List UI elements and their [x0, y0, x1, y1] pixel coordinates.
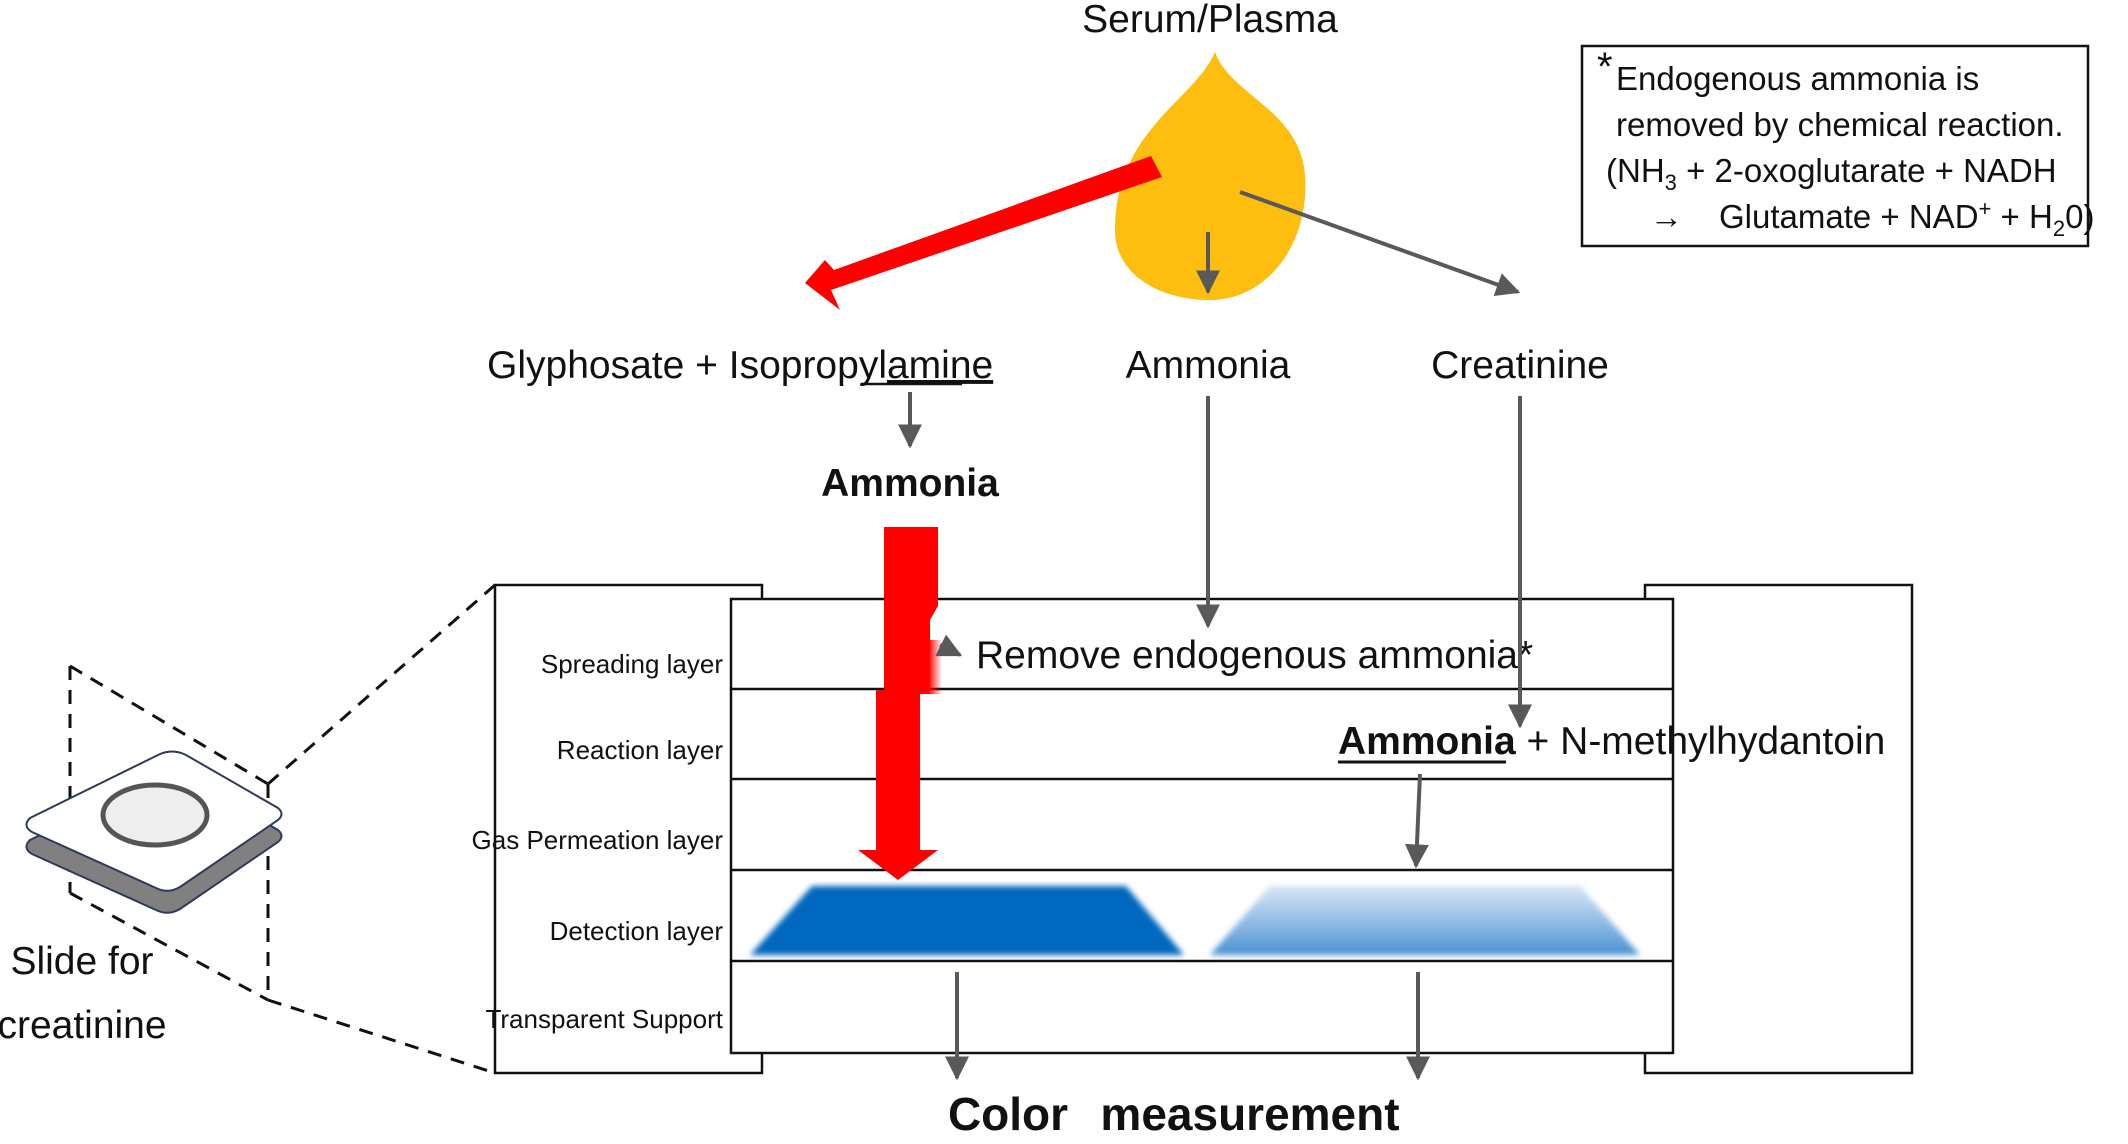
layer-label-gas-permeation: Gas Permeation layer — [472, 825, 724, 855]
slide-label-line2: creatinine — [0, 1004, 167, 1047]
projection-line-top — [267, 583, 496, 786]
red-arrow-fade — [908, 640, 942, 694]
cartridge-left-frame — [493, 583, 764, 1075]
layer-stack — [729, 597, 1675, 1055]
detection-color-light — [1210, 886, 1640, 955]
arrow-reaction-to-detection — [1404, 773, 1429, 869]
footnote-line2: removed by chemical reaction. — [1616, 106, 2064, 143]
remove-endogenous-label: Remove endogenous ammonia* — [976, 634, 1533, 677]
slide-frame-top — [69, 664, 269, 786]
glyphosate-label: Glyphosate + Isopropylamine — [487, 344, 993, 387]
serum-drop-icon — [1115, 52, 1306, 300]
red-arrow-to-detection — [858, 527, 938, 880]
footnote-line3: (NH3 + 2-oxoglutarate + NADH — [1606, 152, 2057, 195]
layer-label-spreading: Spreading layer — [541, 649, 723, 679]
creatinine-label: Creatinine — [1431, 344, 1609, 387]
cartridge-right-frame — [1643, 583, 1914, 1075]
layer-label-reaction: Reaction layer — [557, 735, 724, 765]
footnote-line4: →Glutamate + NAD+ + H20) — [1650, 196, 2094, 241]
footnote-star: * — [1597, 45, 1613, 89]
red-arrow-to-glyphosate — [805, 156, 1162, 310]
reaction-product-label: Ammonia + N-methylhydantoin — [1338, 720, 1885, 763]
layer-label-detection: Detection layer — [550, 916, 724, 946]
arrow-drop-to-creatinine — [1239, 190, 1521, 296]
output-word-color: Color — [948, 1088, 1068, 1139]
layer-label-transparent-support: Transparent Support — [485, 1004, 723, 1034]
projection-line-bottom — [267, 998, 496, 1075]
ammonia-label: Ammonia — [1126, 344, 1291, 387]
footnote-line1: Endogenous ammonia is — [1616, 60, 1979, 97]
slide-label-line1: Slide for — [10, 940, 153, 983]
source-label: Serum/Plasma — [1082, 0, 1338, 41]
slide-frame-bottom — [69, 891, 269, 1002]
ammonia-bold-label: Ammonia — [821, 462, 999, 505]
output-word-measurement: measurement — [1100, 1088, 1399, 1139]
footnote-box — [1580, 44, 2090, 248]
slide-icon — [25, 750, 283, 914]
arrow-remove-small — [935, 634, 963, 657]
detection-color-strong — [750, 886, 1184, 955]
